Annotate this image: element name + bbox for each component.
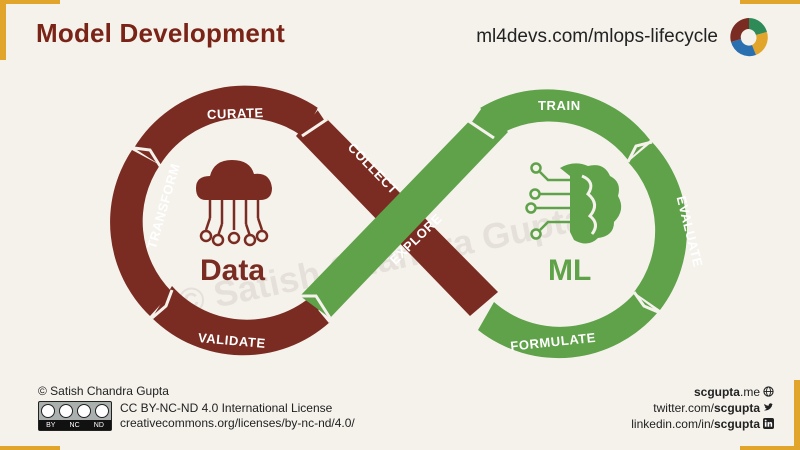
by-icon [59, 404, 73, 418]
data-label: Data [200, 254, 265, 287]
twitter-link[interactable]: twitter.com/scgupta [631, 400, 774, 416]
badge-nd: ND [93, 421, 104, 429]
badge-by: BY [46, 421, 56, 429]
globe-icon [763, 386, 774, 397]
website-link[interactable]: scgupta.me [631, 384, 774, 400]
segment-validate [152, 286, 330, 356]
nc-icon [77, 404, 91, 418]
ml-label: ML [548, 254, 591, 287]
license-url[interactable]: creativecommons.org/licenses/by-nc-nd/4.… [120, 416, 355, 430]
twitter-icon [763, 403, 774, 411]
cc-license-badge[interactable]: BY NC ND [38, 401, 112, 431]
segment-curate [134, 85, 318, 165]
corner-accent-bottom-left [0, 446, 60, 450]
license-name: CC BY-NC-ND 4.0 International License [120, 401, 333, 415]
corner-accent-bottom-right [740, 446, 800, 450]
stage-label-validate: VALIDATE [197, 330, 266, 351]
page-title: Model Development [36, 18, 285, 48]
stage-label-curate: CURATE [207, 105, 264, 122]
segment-transform [110, 150, 172, 316]
corner-accent-top-right [740, 0, 800, 4]
nd-icon [95, 404, 109, 418]
cc-icon [41, 404, 55, 418]
badge-nc: NC [69, 421, 80, 429]
segment-train [480, 89, 650, 160]
header-url[interactable]: ml4devs.com/mlops-lifecycle [476, 26, 718, 47]
social-links: scgupta.me twitter.com/scgupta linkedin.… [631, 384, 774, 432]
linkedin-link[interactable]: linkedin.com/in/scgupta [631, 416, 774, 432]
corner-accent-top-left [0, 0, 60, 4]
brain-circuit-icon [525, 162, 622, 244]
corner-accent-bottom-right [794, 380, 800, 450]
cloud-network-icon [196, 160, 272, 247]
stage-label-train: TRAIN [538, 98, 581, 113]
logo-icon [730, 18, 768, 57]
copyright-text: © Satish Chandra Gupta [38, 384, 169, 398]
segment-evaluate [628, 142, 687, 310]
license-block: © Satish Chandra Gupta BY NC ND CC BY-NC… [38, 384, 355, 431]
right-loop [300, 89, 687, 359]
linkedin-icon [763, 418, 774, 429]
segment-formulate [478, 294, 658, 359]
corner-accent-top-left [0, 0, 6, 60]
segment-explore [300, 108, 508, 318]
